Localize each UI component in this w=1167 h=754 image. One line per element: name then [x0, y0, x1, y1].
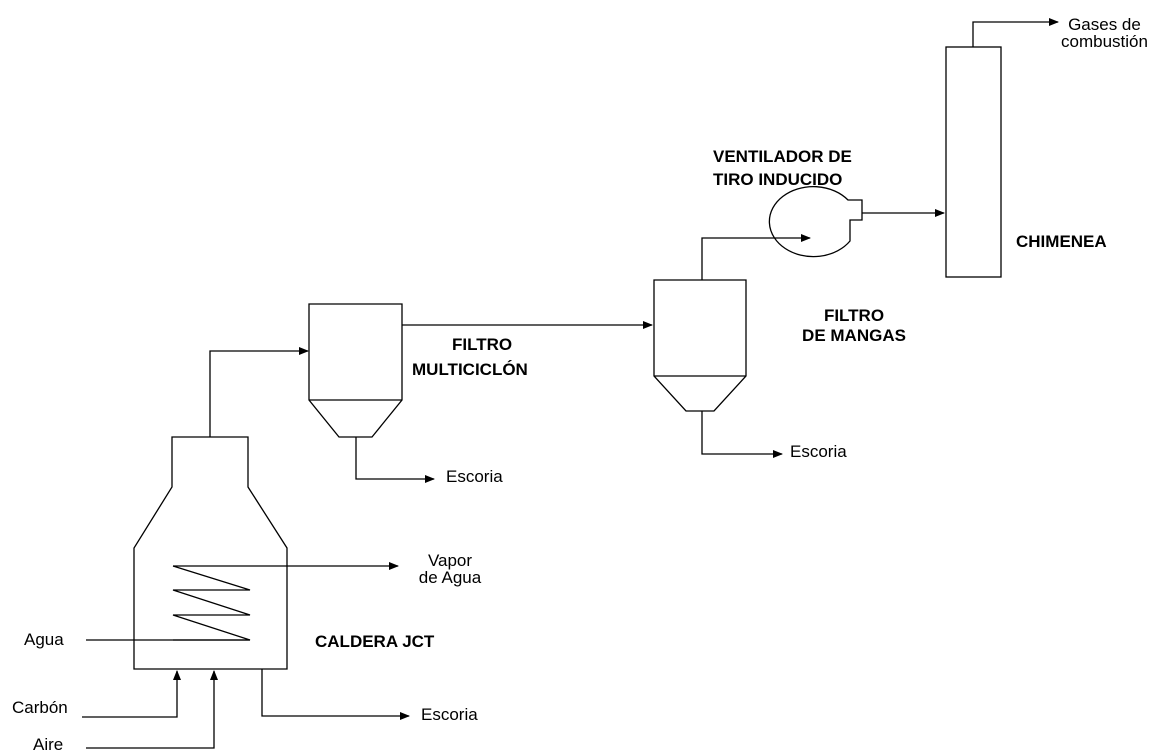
filtro-mangas-line1: FILTRO — [823, 306, 885, 325]
carbon-arrow — [82, 670, 181, 718]
mangas-body — [653, 279, 747, 412]
escoria-mangas-arrow — [701, 411, 783, 458]
escoria-caldera-arrow — [261, 669, 410, 720]
escoria-multi-arrow — [355, 437, 435, 483]
gases-label-line1: Gases de — [1068, 15, 1141, 34]
caldera-label: CALDERA JCT — [315, 632, 435, 651]
ventilador-label: VENTILADOR DE TIRO INDUCIDO — [713, 145, 852, 191]
escoria-mangas-label: Escoria — [790, 442, 847, 461]
chimenea-label: CHIMENEA — [1016, 232, 1107, 251]
agua-label: Agua — [24, 630, 64, 649]
boiler-coil — [172, 565, 251, 641]
filtro-multi-line1: FILTRO — [452, 335, 513, 354]
filtro-mangas-label: FILTRO DE MANGAS — [784, 306, 924, 346]
filtro-mangas-line2: DE MANGAS — [802, 326, 906, 345]
escoria-caldera-label: Escoria — [421, 705, 478, 724]
multiciclon-body — [308, 303, 403, 438]
escoria-multi-label: Escoria — [446, 467, 503, 486]
aire-label: Aire — [33, 735, 64, 754]
vapor-label-line2: de Agua — [418, 568, 482, 587]
mangas-to-fan-arrow — [701, 234, 811, 280]
gases-arrow — [972, 18, 1059, 47]
carbon-label: Carbón — [12, 698, 68, 717]
filtro-multi-line2: MULTICICLÓN — [412, 360, 528, 379]
vapor-label-line1: Vapor — [427, 551, 473, 570]
aire-arrow — [86, 670, 218, 749]
gases-label-line2: combustión — [1061, 32, 1148, 51]
filtro-multiciclon-label: FILTRO MULTICICLÓN — [412, 332, 528, 382]
vapor-label: Vapor de Agua — [410, 552, 490, 586]
fan-housing — [768, 185, 863, 258]
gases-label: Gases de combustión — [1061, 16, 1148, 50]
ventilador-label-line1: VENTILADOR DE — [713, 147, 852, 166]
chimenea-body — [945, 46, 1002, 278]
ventilador-label-line2: TIRO INDUCIDO — [713, 170, 843, 189]
caldera-to-multiciclon-arrow — [209, 347, 309, 437]
boiler-body — [133, 436, 288, 670]
